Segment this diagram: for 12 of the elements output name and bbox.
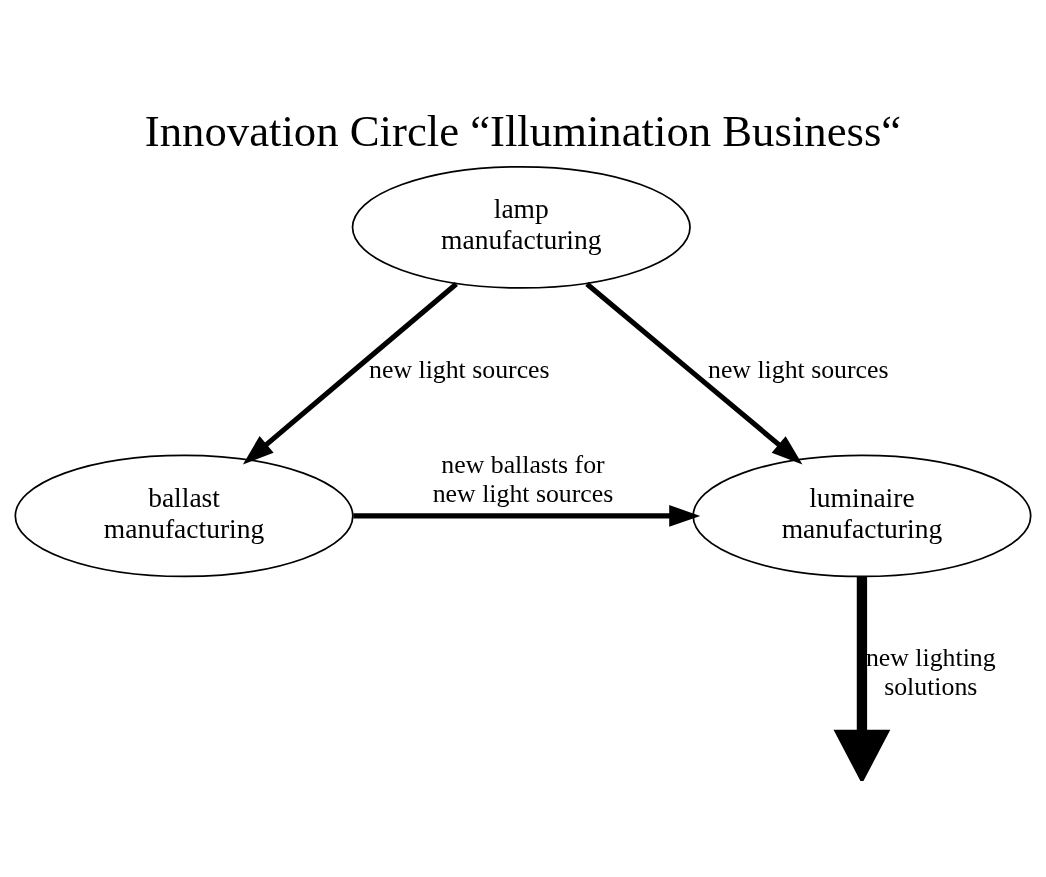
arrow <box>585 282 803 465</box>
node-ellipse: ballast manufacturing <box>14 454 354 578</box>
diagram-title: Innovation Circle “Illumination Business“ <box>144 105 902 156</box>
node-ellipse: lamp manufacturing <box>351 165 691 289</box>
edge-label: new ballasts for new light sources <box>432 449 614 509</box>
arrow <box>353 505 701 527</box>
edge-label: new light sources <box>369 354 550 384</box>
edge-label: new light sources <box>708 354 889 384</box>
arrow <box>833 576 891 781</box>
edge-label: new lighting solutions <box>865 643 996 702</box>
arrow <box>242 282 458 465</box>
node-ellipse: luminaire manufacturing <box>692 454 1032 578</box>
